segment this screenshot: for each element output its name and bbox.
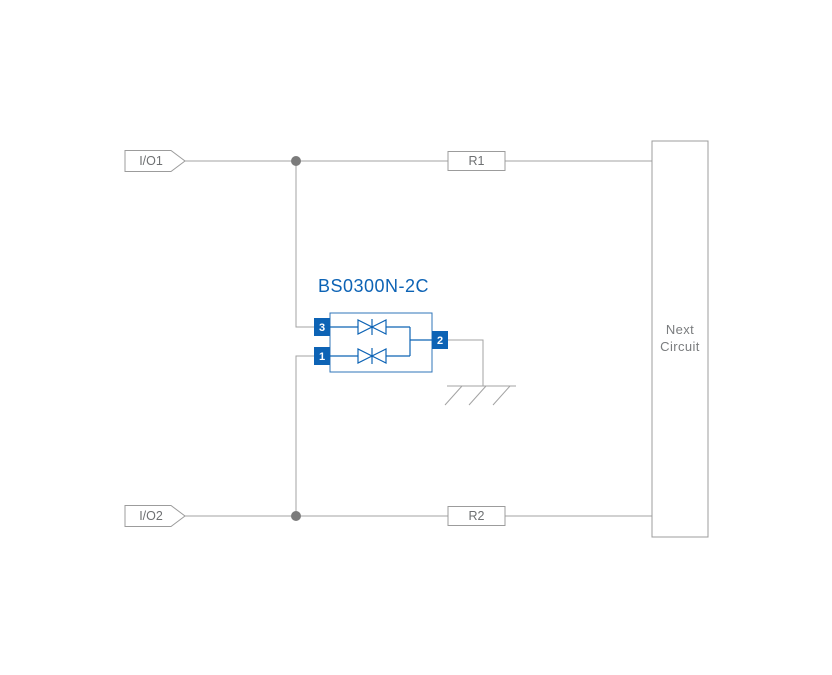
resistor-r2-body xyxy=(447,506,506,526)
io-flag-bottom: I/O2 xyxy=(124,505,186,527)
io-flag-bottom-label: I/O2 xyxy=(139,509,163,523)
next-circuit-block: Next Circuit xyxy=(651,140,709,538)
junction-dot-bottom xyxy=(291,511,301,521)
pin2-number: 2 xyxy=(437,335,443,347)
resistor-r1: R1 xyxy=(447,151,506,171)
pin3-pad xyxy=(314,318,330,336)
ground-hatch-3 xyxy=(492,385,511,406)
next-circuit-body xyxy=(651,140,709,538)
ground-hatch-1 xyxy=(444,385,463,406)
pin2-pad xyxy=(432,331,448,349)
resistor-r2-label: R2 xyxy=(469,509,485,523)
pin1-pad xyxy=(314,347,330,365)
next-circuit-label-line2: Circuit xyxy=(660,339,700,354)
tvs-pin-1: 1 xyxy=(314,347,330,365)
pin1-number: 1 xyxy=(319,351,325,363)
io-flag-top: I/O1 xyxy=(124,150,186,172)
tvs-diode-top xyxy=(330,319,410,335)
io-flag-top-shape xyxy=(124,150,186,172)
ground-symbol xyxy=(444,385,516,406)
resistor-r1-body xyxy=(447,151,506,171)
wire-pin2-to-ground xyxy=(448,339,484,386)
next-circuit-label-line1: Next xyxy=(666,322,694,337)
wire-junction-to-pin1 xyxy=(295,355,314,516)
junction-dot-top xyxy=(291,156,301,166)
ground-hatch-2 xyxy=(468,385,487,406)
resistor-r2: R2 xyxy=(447,506,506,526)
resistor-r1-label: R1 xyxy=(469,154,485,168)
tvs-component: 3 1 2 xyxy=(314,312,448,373)
io-flag-bottom-shape xyxy=(124,505,186,527)
tvs-pin-3: 3 xyxy=(314,318,330,336)
wire-junction-to-pin3 xyxy=(295,161,314,328)
pin3-number: 3 xyxy=(319,322,325,334)
component-title: BS0300N-2C xyxy=(318,276,429,296)
io-flag-top-label: I/O1 xyxy=(139,154,163,168)
wires xyxy=(185,160,652,517)
diode-top-triangle-left xyxy=(357,319,374,335)
tvs-pin-2: 2 xyxy=(432,331,448,349)
diode-bottom-triangle-left xyxy=(357,348,374,364)
tvs-diode-bottom xyxy=(330,348,410,364)
